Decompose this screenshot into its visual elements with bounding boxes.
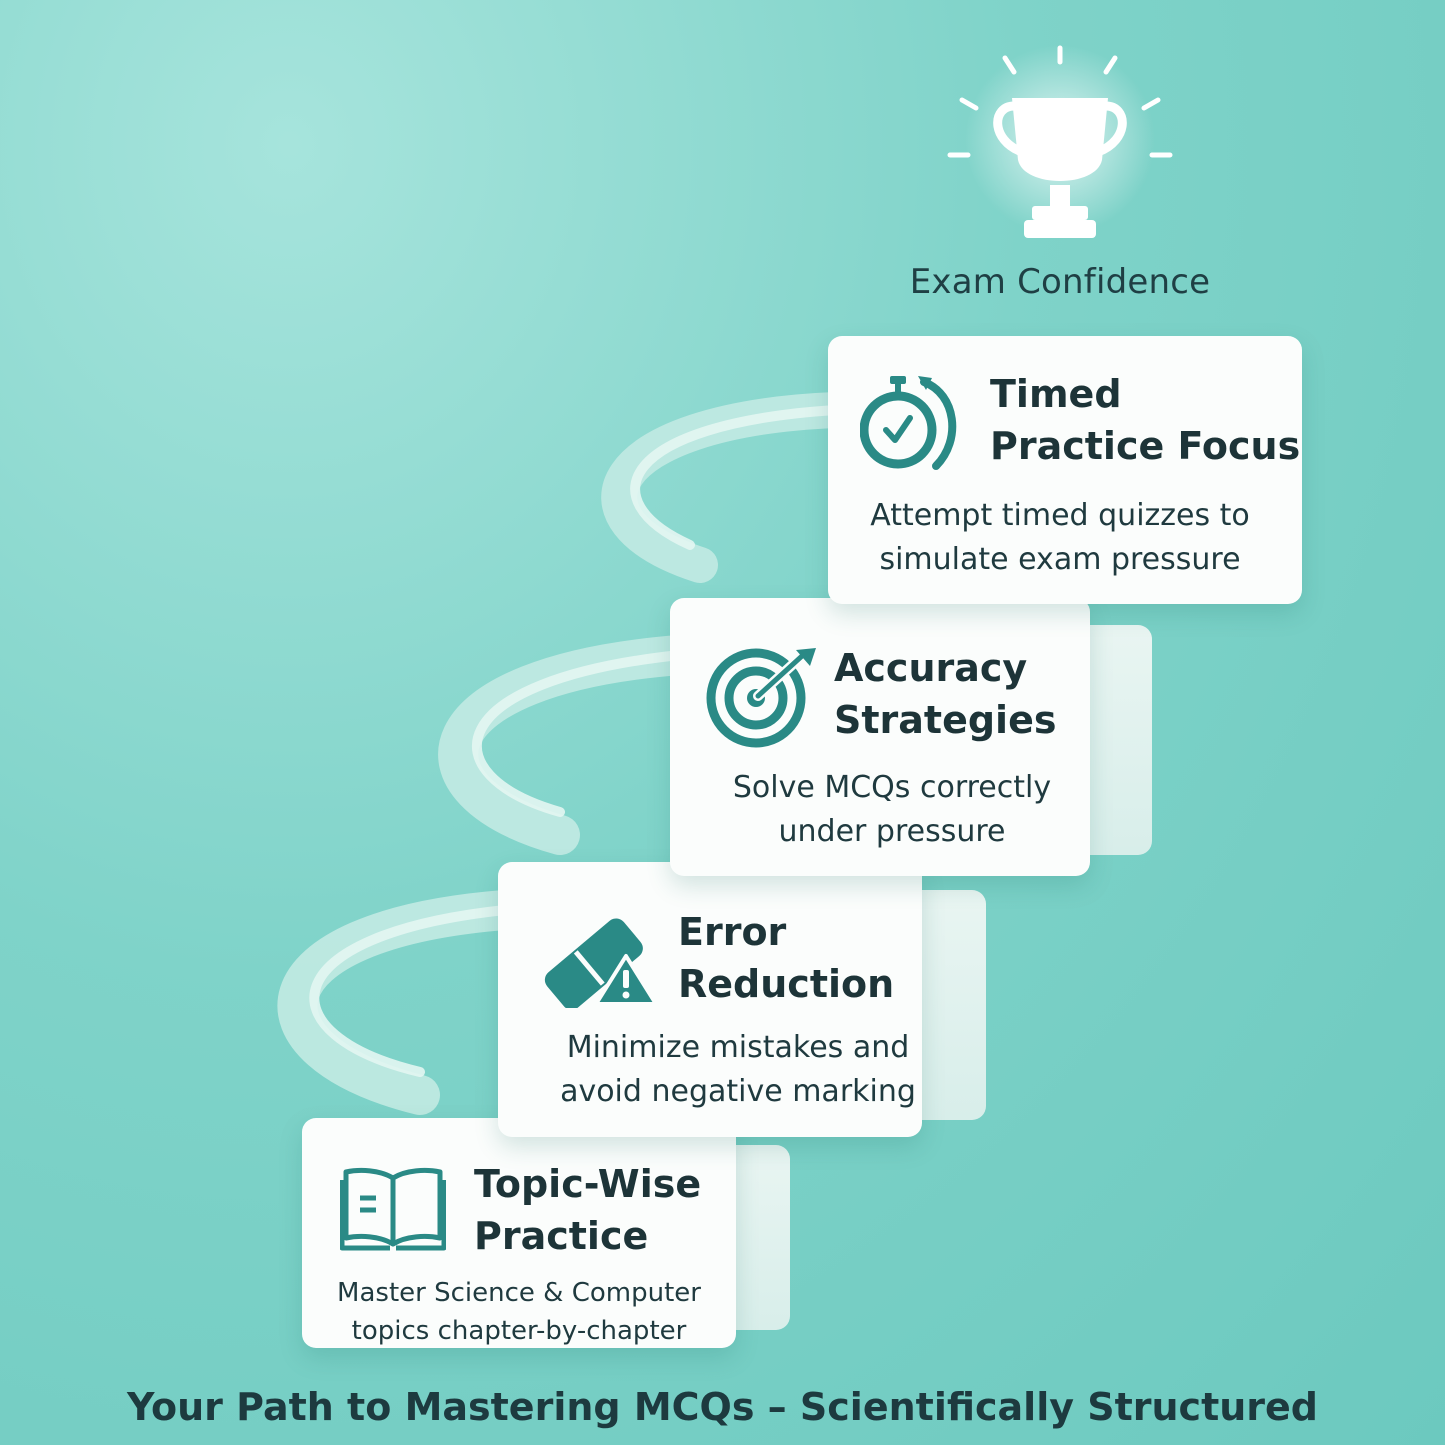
step-topic-wise: Topic-Wise Practice Master Science & Com…: [302, 1118, 736, 1348]
step-description: avoid negative marking: [560, 1074, 916, 1109]
step-title: Reduction: [678, 962, 895, 1006]
step-title: Strategies: [834, 698, 1057, 742]
target-icon: [706, 648, 816, 748]
step-title: Timed: [990, 372, 1122, 416]
step-accuracy-strategies: Accuracy Strategies Solve MCQs correctly…: [670, 598, 1090, 876]
step-side: [916, 890, 986, 1120]
step-timed-practice: Timed Practice Focus Attempt timed quizz…: [828, 336, 1302, 604]
eraser-warning-icon: [544, 918, 658, 1008]
step-side: [1084, 625, 1152, 855]
step-description: under pressure: [778, 814, 1006, 849]
step-description: Master Science & Computer: [337, 1278, 701, 1308]
step-side: [730, 1145, 790, 1330]
step-title: Accuracy: [834, 646, 1028, 690]
step-description: simulate exam pressure: [879, 542, 1241, 577]
peak-label: Exam Confidence: [909, 262, 1211, 302]
step-title: Topic-Wise: [474, 1162, 702, 1206]
stopwatch-icon: [860, 376, 957, 470]
step-description: Minimize mistakes and: [566, 1030, 910, 1065]
step-title: Practice Focus: [990, 424, 1301, 468]
footer-caption: Your Path to Mastering MCQs – Scientific…: [126, 1385, 1319, 1429]
step-description: topics chapter-by-chapter: [351, 1316, 687, 1346]
step-error-reduction: Error Reduction Minimize mistakes and av…: [498, 862, 922, 1137]
step-description: Solve MCQs correctly: [732, 770, 1052, 805]
step-title: Practice: [474, 1214, 649, 1258]
trophy-icon: [947, 45, 1173, 238]
step-title: Error: [678, 910, 787, 954]
open-book-icon: [340, 1167, 446, 1251]
step-description: Attempt timed quizzes to: [870, 498, 1250, 533]
